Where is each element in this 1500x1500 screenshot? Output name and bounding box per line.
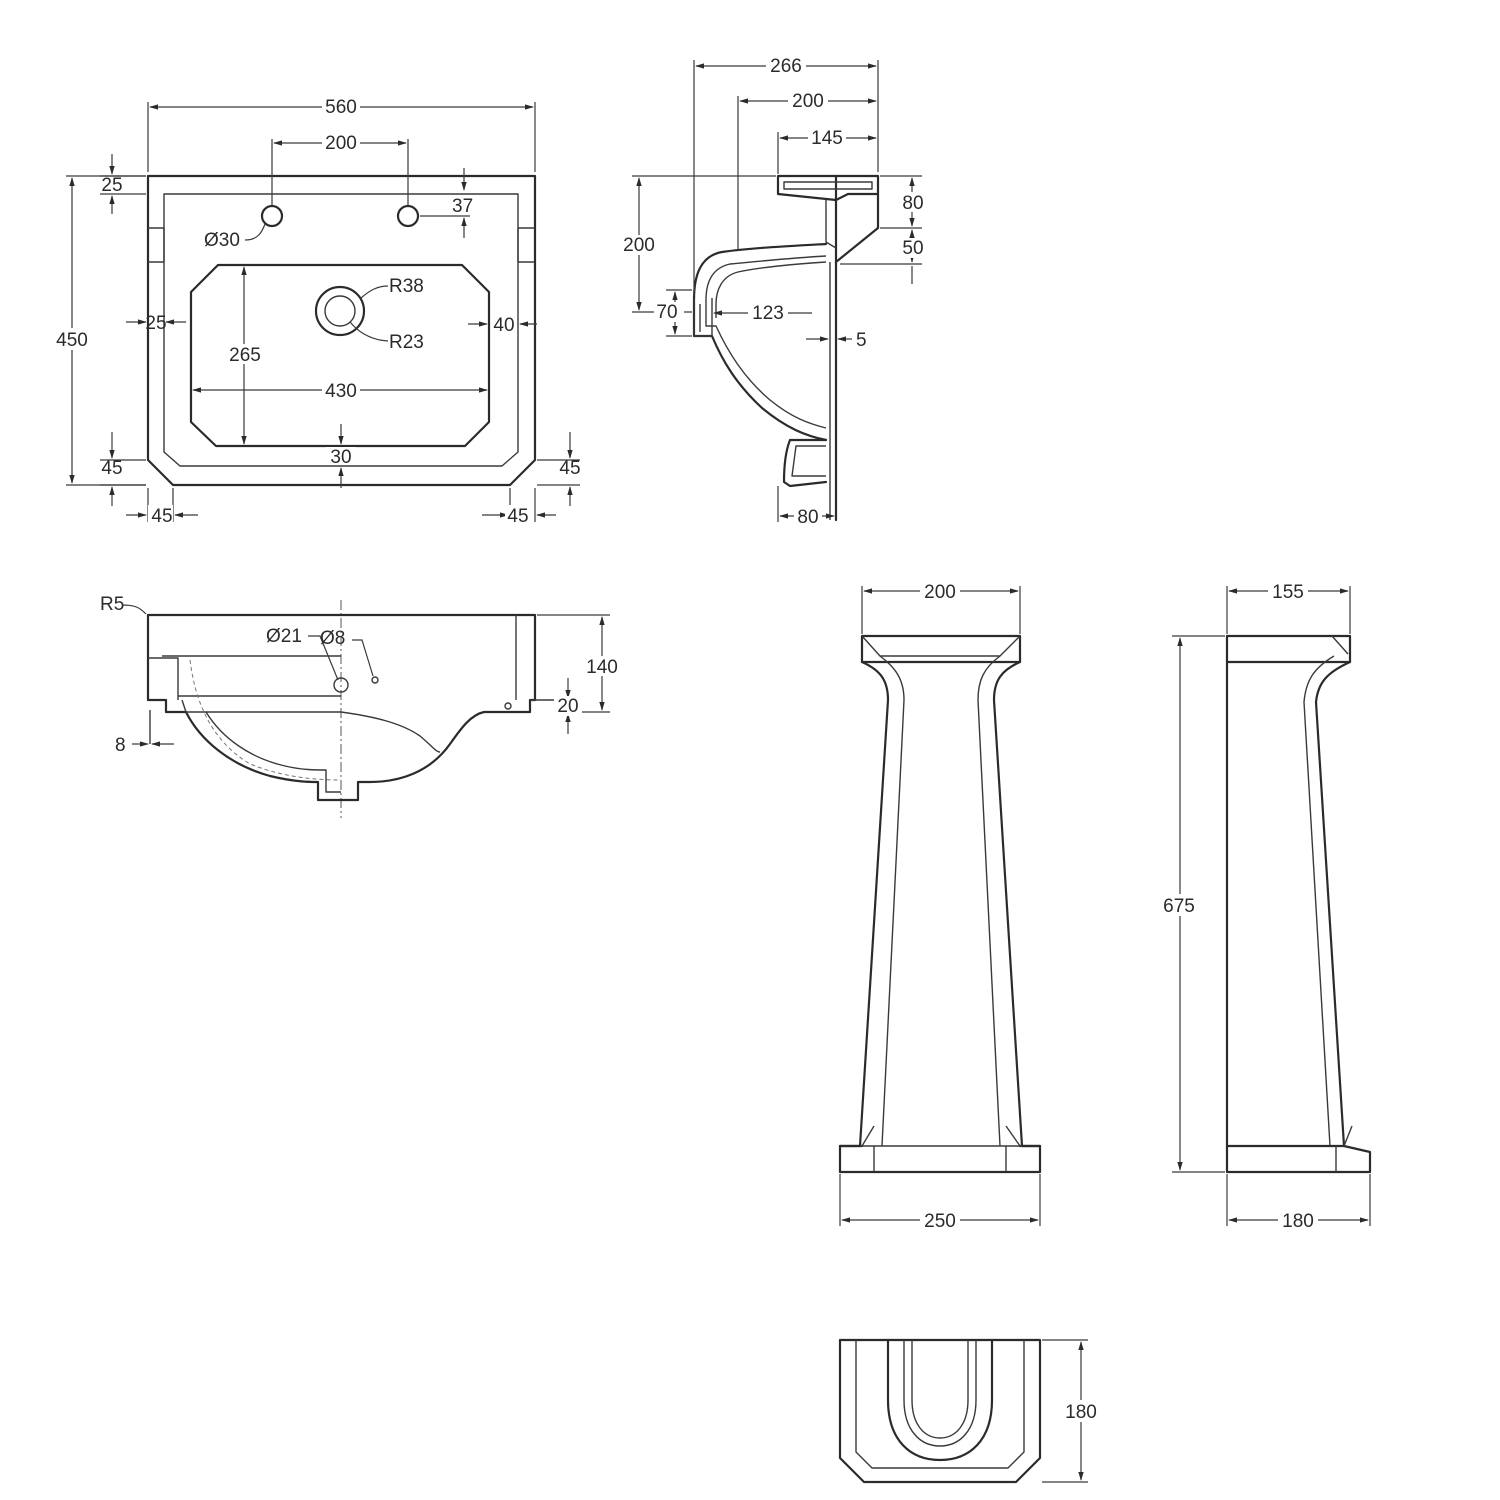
basin-plan-bowl [189, 263, 491, 448]
waste-boss [693, 298, 713, 337]
basin-side-rim-inner [783, 181, 873, 190]
dim-pedestal-height: 675 [1163, 896, 1195, 917]
tap-hole-left [260, 204, 284, 228]
basin-front-left-bowl [184, 710, 343, 802]
dim-chamfer-right-h: 45 [507, 506, 528, 527]
basin-front-left-step [148, 657, 179, 700]
dim-back-rim: 25 [101, 175, 122, 196]
dim-projection-145: 145 [811, 128, 843, 149]
pedestal-front-base [838, 1144, 1042, 1174]
dim-height-200: 200 [623, 235, 655, 256]
basin-front-left-bottom [181, 699, 341, 713]
leader-dia21 [308, 635, 339, 681]
dim-tap-hole-dia: Ø30 [204, 230, 240, 251]
dim-wall-gap: 5 [856, 330, 867, 351]
pedestal-front-view: 200 250 [838, 581, 1042, 1232]
dim-overall-depth: 450 [56, 330, 88, 351]
basin-side-view: 266 200 145 80 50 200 70 [620, 55, 926, 528]
basin-plan-notch-right [517, 227, 535, 263]
leader-r38 [360, 285, 389, 299]
pedestal-plan-outline [838, 1338, 1042, 1484]
dim-pedestal-plan-depth: 180 [1065, 1402, 1097, 1423]
pedestal-side-front [1314, 660, 1352, 1148]
pedestal-front-top-chamfer [861, 635, 1021, 657]
dim-corner-radius: R5 [100, 594, 124, 615]
dim-bowl-width: 430 [325, 381, 357, 402]
dim-tap-hole-offset: 37 [452, 196, 473, 217]
pedestal-front-base-chamfer [861, 1125, 1021, 1147]
basin-front-left-bowl-inner [205, 711, 341, 793]
dim-height-80: 80 [902, 193, 923, 214]
dim-right-rim: 40 [493, 315, 514, 336]
pedestal-side-base-detail [1335, 1125, 1353, 1172]
leader-dia30 [244, 223, 266, 241]
basin-side-bracket [834, 192, 880, 264]
pedestal-plan-u-inner [903, 1340, 977, 1447]
dim-overall-width: 560 [325, 97, 357, 118]
dim-height-50: 50 [902, 238, 923, 259]
pedestal-side-base [1225, 1144, 1372, 1174]
dim-front-height: 140 [586, 657, 618, 678]
basin-side-top-rim [776, 174, 880, 202]
dim-waste-outer-radius: R38 [389, 276, 424, 297]
dim-chamfer-left-v: 45 [101, 458, 122, 479]
leader-r23 [349, 321, 389, 342]
small-hole-2 [504, 702, 512, 710]
dim-waste-inner-radius: R23 [389, 332, 424, 353]
dim-chamfer-right-v: 45 [559, 458, 580, 479]
dim-tap-spacing: 200 [325, 133, 357, 154]
basin-side-bowl-inner2 [715, 261, 827, 318]
dim-small-hole-dia: Ø8 [320, 628, 345, 649]
dim-pedestal-base-width: 250 [924, 1211, 956, 1232]
waste-inner-circle [324, 295, 356, 327]
overflow-hole [333, 677, 349, 693]
dim-projection-200: 200 [792, 91, 824, 112]
basin-front-hidden-bowl [189, 659, 342, 781]
pedestal-plan-inner [855, 1340, 1025, 1469]
dim-waste-offset: 123 [752, 303, 784, 324]
pedestal-side-top-chamfer [1331, 635, 1349, 655]
basin-front-right-outline [339, 613, 537, 802]
basin-front-right-bowl [340, 711, 441, 753]
dim-front-rim: 30 [330, 447, 351, 468]
basin-plan-notch-left [148, 227, 165, 263]
leader-r5 [121, 604, 147, 615]
pedestal-front-column-inner [879, 655, 1001, 1147]
dim-foot-depth: 80 [797, 507, 818, 528]
basin-front-view: R5 Ø21 Ø8 140 20 8 [100, 594, 622, 818]
dim-overall-projection: 266 [770, 56, 802, 77]
pedestal-plan-view: 180 [838, 1338, 1102, 1484]
basin-plan-inner-rim [163, 193, 519, 467]
basin-plan-outline [146, 174, 537, 487]
pedestal-side-front-inner [1303, 655, 1335, 1147]
dim-pedestal-base-depth: 180 [1282, 1211, 1314, 1232]
basin-front-left-outline [146, 613, 343, 714]
dim-bowl-depth: 265 [229, 345, 261, 366]
basin-side-web [825, 200, 837, 249]
dim-left-rim: 25 [145, 313, 166, 334]
tap-hole-right [396, 204, 420, 228]
pedestal-front-base-detail [860, 1145, 1022, 1172]
dim-pedestal-top-width: 200 [924, 582, 956, 603]
dim-lip-offset: 8 [115, 735, 126, 756]
pedestal-front-column-outer [838, 660, 1042, 1148]
waste-outer-circle [314, 285, 366, 337]
pedestal-plan-u-inner2 [911, 1340, 969, 1439]
pedestal-plan-u-outer [886, 1338, 994, 1462]
dim-lip-height: 20 [557, 696, 578, 717]
small-hole [371, 676, 379, 684]
dim-waste-height: 70 [656, 302, 677, 323]
dim-overflow-dia: Ø21 [266, 626, 302, 647]
basin-side-foot [782, 438, 828, 488]
basin-side-bowl-inner [705, 255, 827, 429]
basin-side-foot-inner [791, 445, 826, 477]
dim-pedestal-top-depth: 155 [1272, 582, 1304, 603]
dim-chamfer-left-h: 45 [151, 506, 172, 527]
pedestal-side-view: 155 675 180 [1158, 581, 1372, 1232]
leader-dia8 [352, 639, 374, 677]
basin-plan-view: 560 200 25 37 Ø30 R38 R23 450 [52, 96, 581, 527]
